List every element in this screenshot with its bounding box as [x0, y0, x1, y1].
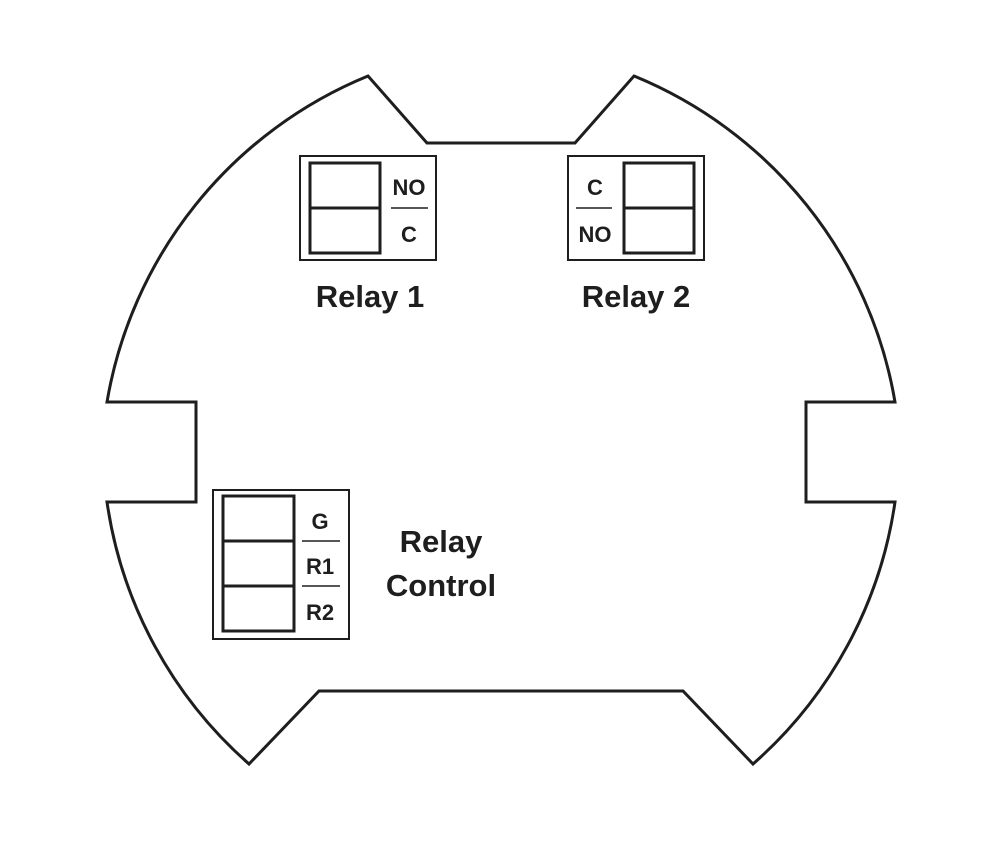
relay2-terminal-block: C NO	[567, 155, 705, 261]
enclosure-outline	[105, 74, 897, 767]
relay2-terminal-label-2: NO	[579, 222, 612, 247]
relay1-terminal-c	[308, 206, 382, 255]
relay1-terminal-no	[308, 161, 382, 210]
relay-control-terminal-block: G R1 R2	[212, 489, 350, 640]
relay-control-terminal-r1	[221, 539, 296, 588]
relay-control-terminal-label-2: R1	[306, 554, 334, 579]
relay-control-title-line2: Control	[386, 568, 496, 603]
relay2-terminal-no	[622, 206, 696, 255]
relay-control-terminal-label-3: R2	[306, 600, 334, 625]
relay-control-terminal-g	[221, 494, 296, 543]
relay-control-title-line1: Relay	[400, 524, 483, 559]
relay1-title: Relay 1	[316, 279, 425, 314]
relay2-title: Relay 2	[582, 279, 691, 314]
relay-control-terminal-r2	[221, 584, 296, 633]
relay1-terminal-block: NO C	[299, 155, 437, 261]
relay2-terminal-label-1: C	[587, 175, 603, 200]
relay1-terminal-label-1: NO	[393, 175, 426, 200]
relay-control-terminal-label-1: G	[311, 509, 328, 534]
relay1-terminal-label-2: C	[401, 222, 417, 247]
relay2-terminal-c	[622, 161, 696, 210]
